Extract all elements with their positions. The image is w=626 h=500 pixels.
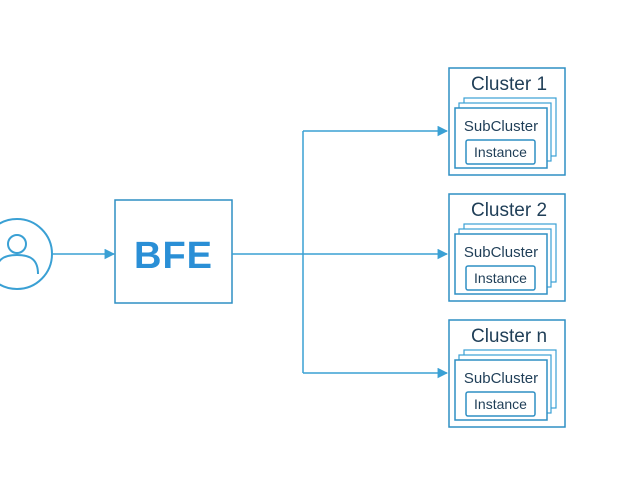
instance-label: Instance [474,144,527,160]
cluster-node: Cluster 2 SubCluster Instance [448,193,566,302]
instance-box [465,391,536,417]
instance-box [465,139,536,165]
cluster-title: Cluster 2 [471,200,547,221]
bfe-to-clusters-connectors [232,125,449,379]
cluster-title: Cluster n [471,326,547,347]
subcluster-stack: SubCluster Instance [454,349,557,421]
cluster-node: Cluster 1 SubCluster Instance [448,67,566,176]
instance-box [465,265,536,291]
bfe-label: BFE [134,235,213,277]
subcluster-stack: SubCluster Instance [454,97,557,169]
subcluster-stack: SubCluster Instance [454,223,557,295]
bfe-node: BFE [114,199,233,304]
cluster-title: Cluster 1 [471,74,547,95]
instance-label: Instance [474,396,527,412]
subcluster-label: SubCluster [464,118,538,135]
subcluster-label: SubCluster [464,244,538,261]
user-icon [0,234,39,275]
instance-label: Instance [474,270,527,286]
subcluster-label: SubCluster [464,370,538,387]
cluster-node: Cluster n SubCluster Instance [448,319,566,428]
user-node [0,218,53,290]
